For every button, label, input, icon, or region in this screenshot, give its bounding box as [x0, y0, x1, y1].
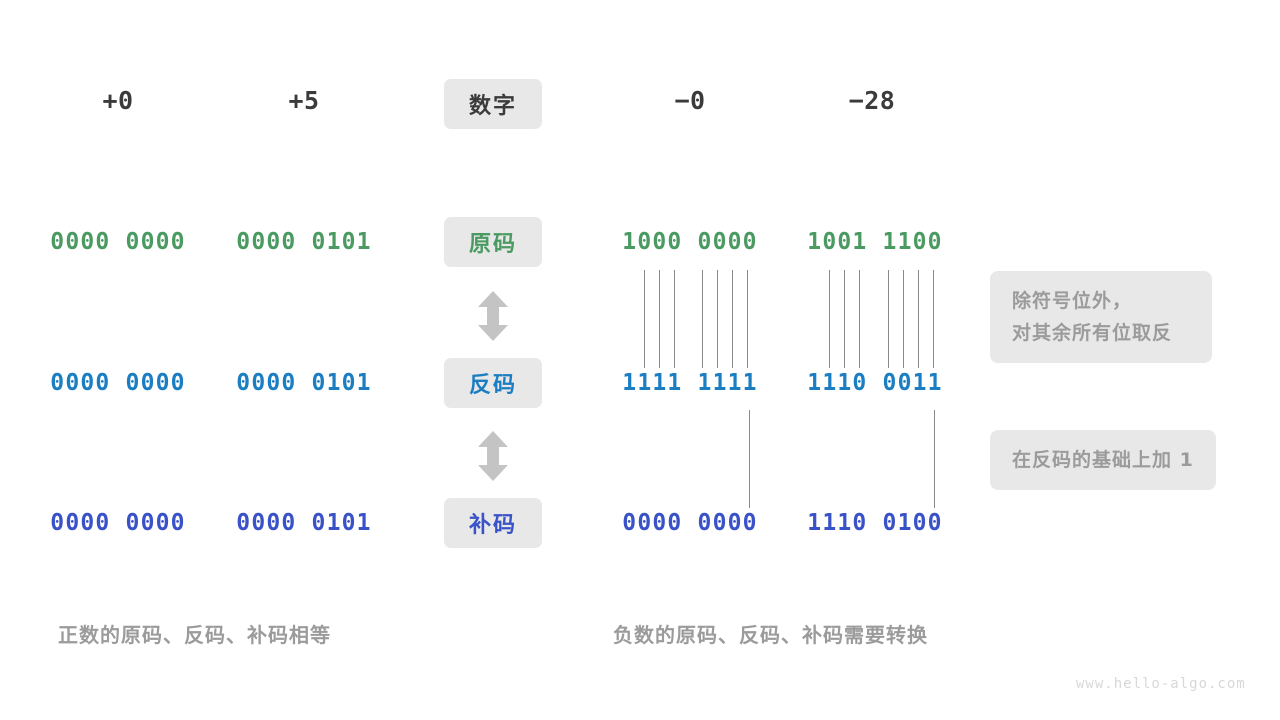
carry-connector-line [934, 410, 936, 508]
column-header-minus-twentyeight: −28 [848, 86, 896, 115]
bit-connector-line [903, 270, 905, 368]
row-badge-sign-magnitude: 原码 [444, 217, 542, 267]
bit-connector-line [659, 270, 661, 368]
double-arrow-vertical-icon-upper [476, 290, 510, 346]
column-header-plus-five: +5 [288, 86, 320, 115]
bit-connector-line [918, 270, 920, 368]
note-invert-bits: 除符号位外， 对其余所有位取反 [990, 271, 1212, 363]
bit-connector-line [732, 270, 734, 368]
bits-ones-complement-minus-twentyeight: 1110 0011 [807, 370, 943, 396]
bit-connector-line [888, 270, 890, 368]
bits-twos-complement-plus-zero: 0000 0000 [50, 510, 186, 536]
watermark: www.hello-algo.com [1076, 676, 1246, 692]
bits-ones-complement-plus-five: 0000 0101 [236, 370, 372, 396]
column-header-plus-zero: +0 [102, 86, 134, 115]
bit-connector-line [702, 270, 704, 368]
bits-ones-complement-plus-zero: 0000 0000 [50, 370, 186, 396]
bits-twos-complement-plus-five: 0000 0101 [236, 510, 372, 536]
row-badge-twos-complement: 补码 [444, 498, 542, 548]
bit-connector-line [933, 270, 935, 368]
row-badge-ones-complement: 反码 [444, 358, 542, 408]
bit-connector-line [644, 270, 646, 368]
bit-connector-line [844, 270, 846, 368]
bits-twos-complement-minus-twentyeight: 1110 0100 [807, 510, 943, 536]
bits-sign-magnitude-plus-zero: 0000 0000 [50, 229, 186, 255]
row-badge-number: 数字 [444, 79, 542, 129]
bits-sign-magnitude-minus-twentyeight: 1001 1100 [807, 229, 943, 255]
column-header-minus-zero: −0 [674, 86, 706, 115]
bits-sign-magnitude-plus-five: 0000 0101 [236, 229, 372, 255]
bit-connector-line [859, 270, 861, 368]
bit-connector-line [674, 270, 676, 368]
note-add-one: 在反码的基础上加 1 [990, 430, 1216, 490]
bits-twos-complement-minus-zero: 0000 0000 [622, 510, 758, 536]
bit-connector-line [747, 270, 749, 368]
bits-sign-magnitude-minus-zero: 1000 0000 [622, 229, 758, 255]
double-arrow-vertical-icon-lower [476, 430, 510, 486]
caption-positive-numbers: 正数的原码、反码、补码相等 [58, 623, 331, 647]
caption-negative-numbers: 负数的原码、反码、补码需要转换 [613, 623, 928, 647]
bit-connector-line [829, 270, 831, 368]
bit-connector-line [717, 270, 719, 368]
bits-ones-complement-minus-zero: 1111 1111 [622, 370, 758, 396]
carry-connector-line [749, 410, 751, 508]
